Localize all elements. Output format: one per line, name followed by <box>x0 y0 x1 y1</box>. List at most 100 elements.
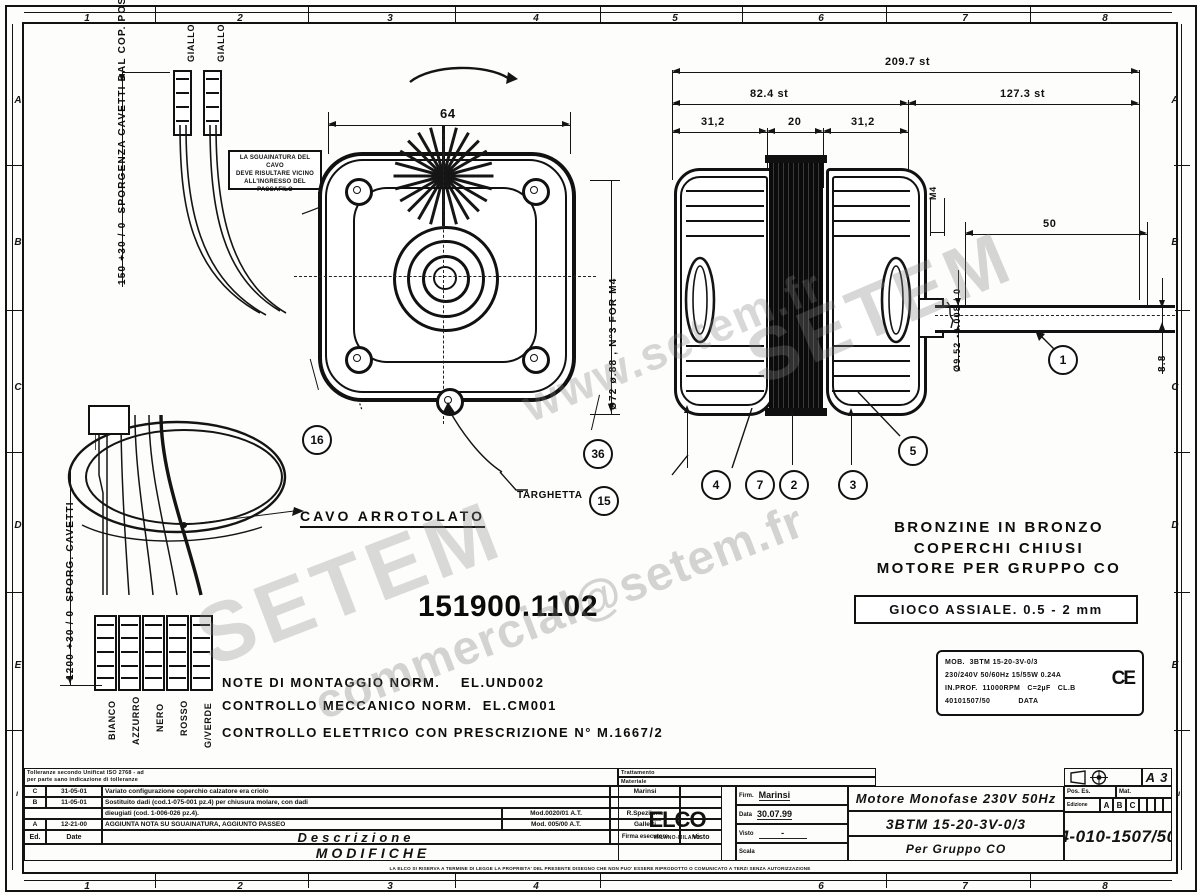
callout-bubble-7: 7 <box>745 470 775 500</box>
zone-row-e: E <box>14 660 22 671</box>
wire-terminal-yellow-2 <box>203 70 222 136</box>
dim-ext-overall-l <box>672 70 673 180</box>
dim-arrow <box>789 408 795 416</box>
dim-arrow <box>1159 322 1165 330</box>
cable-sheath <box>88 405 130 435</box>
note-line-2: DEVE RISULTARE VICINO <box>236 171 314 178</box>
zone-tick-left <box>6 165 22 166</box>
zone-col-1: 1 <box>84 13 90 24</box>
dim-arrow <box>848 408 854 416</box>
endbell-left <box>674 168 775 416</box>
endbell-fin <box>686 390 764 392</box>
dim-ext-cable-proj <box>122 72 123 287</box>
edizione-label: Edizione <box>1067 802 1088 808</box>
endbell-fin <box>686 220 764 222</box>
edizione-b: B <box>1113 798 1126 812</box>
modifiche-desc-b: Sostituito dadi (cod.1-075-001 pz.4) per… <box>102 797 610 808</box>
note-meccanico: CONTROLLO MECCANICO NORM. EL.CM001 <box>222 697 557 713</box>
mat-label: Mat. <box>1119 789 1131 795</box>
stator-winding-left <box>684 256 716 344</box>
dim-right-length: 127.3 st <box>1000 88 1046 100</box>
edizione-blank <box>1163 798 1172 812</box>
dim-arrow <box>672 100 680 106</box>
dim-ext-m4-2 <box>944 198 945 236</box>
firm-value: Marinsi <box>758 790 791 801</box>
zone-tick-top <box>600 6 601 22</box>
revision-marker-left: ı <box>16 789 19 798</box>
tolerance-note-1: Tolleranze secondo Unificat ISO 2768 - a… <box>27 770 144 777</box>
zone-col-5: 5 <box>672 13 678 24</box>
zone-strip-top <box>24 12 1172 13</box>
zone-strip-right <box>1181 24 1182 870</box>
first-angle-projection-icon <box>1070 769 1108 785</box>
targhetta-label: TARGHETTA <box>517 490 583 501</box>
callout-4-leader <box>687 412 688 468</box>
zone-tick-right <box>1174 730 1190 731</box>
dim-front-width: 64 <box>440 106 456 121</box>
dim-ext-cable-len <box>70 470 71 685</box>
dim-thread-m4: M4 <box>928 186 938 200</box>
wire-terminal-nero <box>142 615 165 691</box>
dim-line-seg-right <box>823 132 908 133</box>
zone-tick-bottom <box>886 872 887 888</box>
endbell-fin <box>832 375 910 377</box>
callout-bubble-36: 36 <box>583 439 613 469</box>
dim-bolt-circle: Ø72 ø.88 , N°3 FOR M4 <box>608 277 619 410</box>
modifiche-col-visto: Visto <box>680 830 722 844</box>
dim-arrow <box>900 100 908 106</box>
dim-line-64 <box>328 125 570 126</box>
modifiche-header: MODIFICHE <box>24 844 722 861</box>
dim-shaft-end: 8.8 <box>1157 354 1168 372</box>
dim-arrow <box>900 128 908 134</box>
coiled-cable <box>67 420 304 542</box>
edizione-blank <box>1155 798 1163 812</box>
edizione-c: C <box>1126 798 1139 812</box>
dim-arrow <box>815 128 823 134</box>
dim-ext-mid <box>908 100 909 190</box>
callout-5-leader <box>857 392 901 437</box>
main-title: Motore Monofase 230V 50Hz <box>848 786 1064 811</box>
date-label: Data <box>739 811 753 818</box>
callout-bubble-15: 15 <box>589 486 619 516</box>
zone-row-d: D <box>14 520 22 531</box>
dim-left-length: 82.4 st <box>750 88 789 100</box>
visto-cell: Visto - <box>736 824 848 843</box>
motor-shaft <box>935 305 1175 333</box>
dim-ext-overall-r <box>1139 70 1140 300</box>
yellow-lead-wires <box>179 125 287 316</box>
edizione-cell: Edizione <box>1064 798 1100 812</box>
visto-value: - <box>758 828 807 839</box>
endbell-fin <box>832 235 910 237</box>
zone-tick-left <box>6 452 22 453</box>
zone-tick-top <box>886 6 887 22</box>
zone-tick-bottom <box>1030 872 1031 888</box>
description-line-3: MOTORE PER GRUPPO CO <box>876 560 1122 578</box>
description-line-2: COPERCHI CHIUSI <box>913 539 1085 557</box>
note-box-cable-stripping: LA SGUAINATURA DEL CAVO DEVE RISULTARE V… <box>228 150 322 193</box>
stack-bottom-band <box>765 408 827 416</box>
dim-arrow <box>1131 68 1139 74</box>
subtitle: Per Gruppo CO <box>848 836 1064 861</box>
zone-col-b-7: 7 <box>962 881 968 892</box>
endbell-fin <box>686 360 764 362</box>
wire-terminal-yellow-1 <box>173 70 192 136</box>
rotation-direction-arrow <box>409 66 518 84</box>
center-line-h <box>294 276 596 277</box>
dim-arrow <box>562 121 570 127</box>
zone-col-4: 4 <box>533 13 539 24</box>
zone-row-r-c: C <box>1171 382 1179 393</box>
dim-seg-right: 31,2 <box>851 116 875 128</box>
wire-terminal-bianco <box>94 615 117 691</box>
zone-tick-right <box>1174 165 1190 166</box>
dim-overall-length: 209.7 st <box>885 56 931 68</box>
legal-note: LA ELCO SI RISERVA A TERMINE DI LEGGE LA… <box>389 866 811 871</box>
wire-label-giallo-2: GIALLO <box>216 23 226 62</box>
zone-tick-top <box>308 6 309 22</box>
endbell-fin <box>686 345 764 347</box>
firm-cell: Firm. Marinsi <box>736 786 848 805</box>
dim-arrow <box>955 298 961 306</box>
dim-line-seg-mid <box>767 132 823 133</box>
zone-tick-left <box>6 310 22 311</box>
shaft-break-symbol <box>945 301 955 329</box>
modifiche-col-date: Date <box>46 830 102 844</box>
